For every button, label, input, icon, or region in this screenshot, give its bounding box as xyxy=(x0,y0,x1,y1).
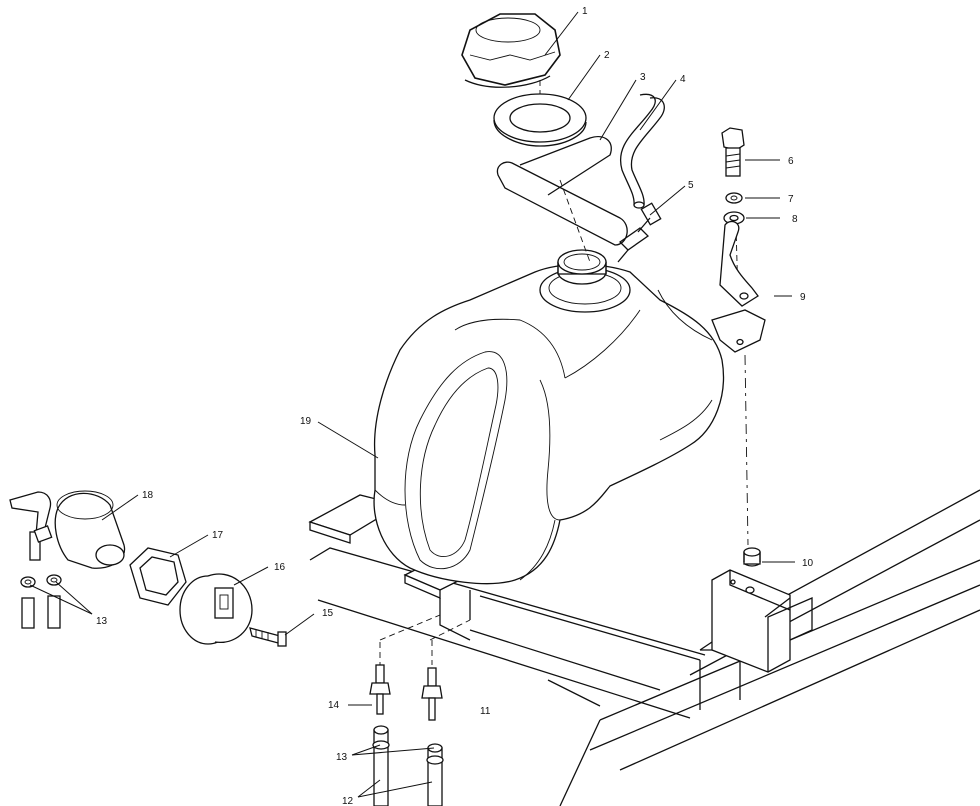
callout-12: 12 xyxy=(342,796,354,806)
pump-cover xyxy=(179,573,253,645)
fuel-hoses xyxy=(372,725,444,806)
callout-1: 1 xyxy=(582,6,588,17)
fuel-cap xyxy=(461,13,561,88)
leader-lines xyxy=(29,11,795,798)
fuel-fittings xyxy=(369,664,443,721)
callout-13-bottom: 13 xyxy=(336,752,348,763)
callout-4: 4 xyxy=(680,74,686,85)
callout-13-left: 13 xyxy=(96,616,108,627)
callout-14: 14 xyxy=(328,700,340,711)
vent-hose xyxy=(619,93,665,209)
callout-2: 2 xyxy=(604,50,610,61)
mount-bolt xyxy=(721,127,745,177)
callout-15: 15 xyxy=(322,608,334,619)
callout-5: 5 xyxy=(688,180,694,191)
fuel-pump xyxy=(9,490,126,569)
callout-8: 8 xyxy=(792,214,798,225)
callout-9: 9 xyxy=(800,292,806,303)
pump-screw xyxy=(249,627,287,647)
tank-bracket xyxy=(719,220,759,307)
fuel-tank xyxy=(373,227,766,585)
lock-washer xyxy=(725,192,743,204)
callout-3: 3 xyxy=(640,72,646,83)
callout-11: 11 xyxy=(480,706,491,717)
cap-gasket xyxy=(493,93,587,147)
callout-labels: 1 2 3 4 5 6 7 8 9 10 11 12 13 13 14 15 1… xyxy=(96,6,814,806)
callout-10: 10 xyxy=(802,558,814,569)
callout-17: 17 xyxy=(212,530,224,541)
callout-7: 7 xyxy=(788,194,794,205)
grommet xyxy=(743,547,761,567)
callout-19: 19 xyxy=(300,416,312,427)
foam-pads xyxy=(496,136,628,246)
callout-16: 16 xyxy=(274,562,286,573)
callout-18: 18 xyxy=(142,490,154,501)
pump-gasket xyxy=(129,547,187,606)
pump-hoses xyxy=(20,574,62,629)
frame-bracket xyxy=(711,569,813,673)
callout-6: 6 xyxy=(788,156,794,167)
